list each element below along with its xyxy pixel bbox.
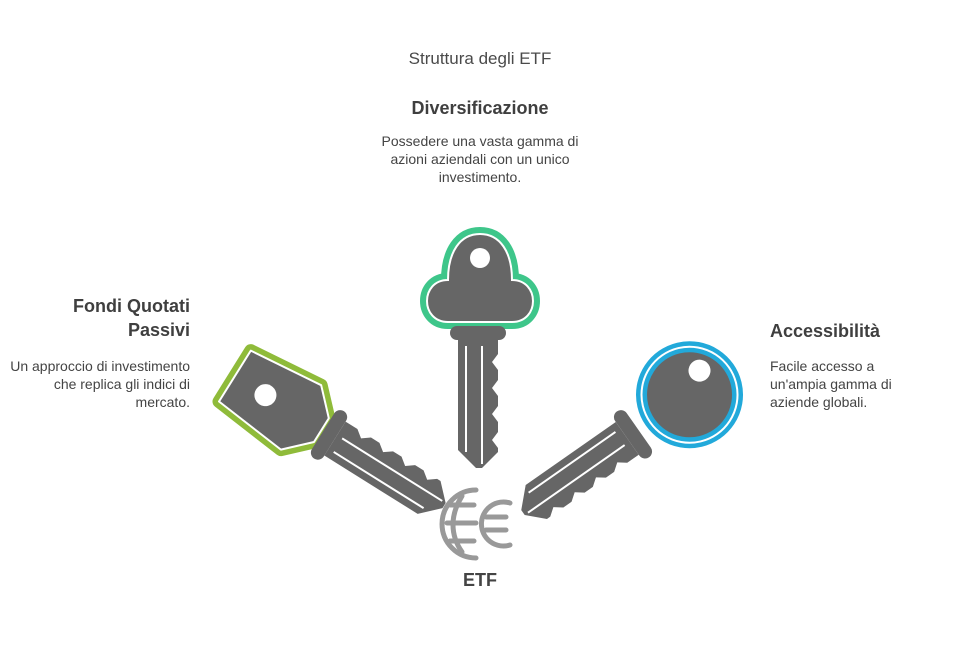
fondi-quotati-heading: Fondi Quotati Passivi: [73, 296, 190, 340]
globe-euro-icon: [439, 487, 513, 561]
center-label: ETF: [463, 570, 497, 590]
fondi-quotati-description: Un approccio di investimento che replica…: [10, 358, 190, 410]
diversificazione-heading: Diversificazione: [411, 98, 549, 118]
key-accessibilita: [505, 341, 744, 536]
accessibilita-heading: Accessibilità: [770, 321, 881, 341]
diversificazione-description: Possedere una vasta gamma di azioni azie…: [381, 133, 579, 185]
diagram-title: Struttura degli ETF: [408, 49, 552, 68]
key-diversificazione: [420, 227, 540, 469]
key-fondi-quotati: [212, 344, 460, 532]
accessibilita-description: Facile accesso a un'ampia gamma di azien…: [770, 358, 892, 410]
